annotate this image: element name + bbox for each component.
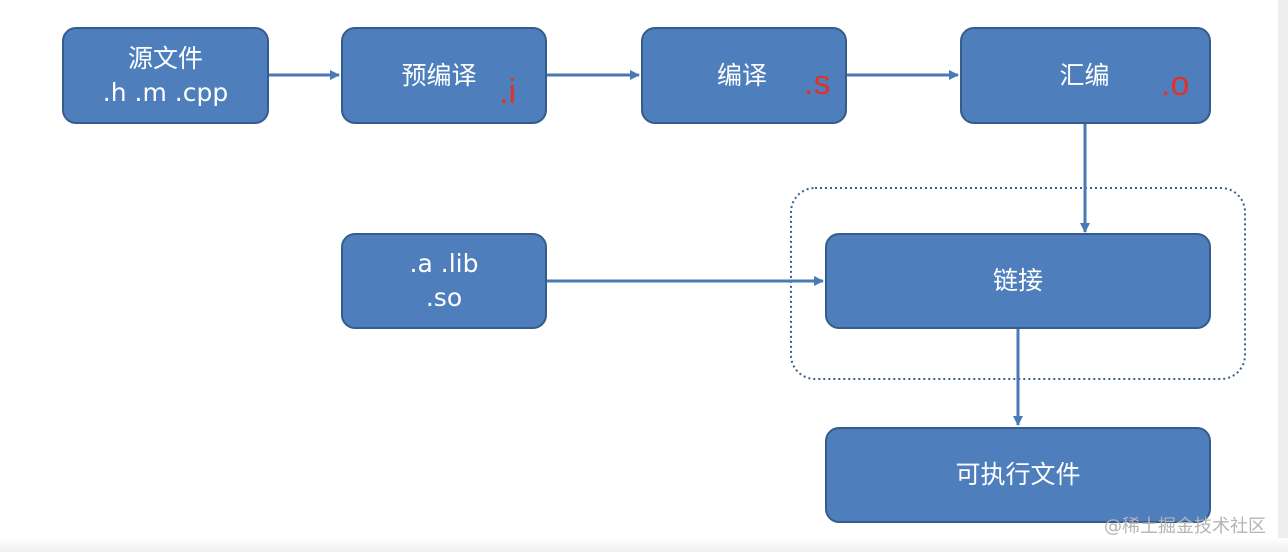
libraries-shared-extension: .so bbox=[425, 283, 463, 312]
source-files-extensions: .h .m .cpp bbox=[102, 77, 229, 107]
preprocess-extension: .i bbox=[499, 73, 516, 111]
watermark: @稀土掘金技术社区 bbox=[1104, 516, 1266, 537]
assemble-label: 汇编 bbox=[1059, 60, 1110, 90]
libraries-static-extensions: .a .lib bbox=[409, 249, 479, 278]
compile-node: 编译 .s bbox=[641, 27, 847, 124]
compile-label: 编译 bbox=[716, 60, 767, 90]
right-edge-shadow bbox=[1278, 0, 1288, 552]
assemble-node: 汇编 .o bbox=[960, 27, 1211, 124]
link-label: 链接 bbox=[992, 266, 1043, 295]
link-node: 链接 bbox=[825, 233, 1211, 329]
libraries-node: .a .lib .so bbox=[341, 233, 547, 329]
executable-label: 可执行文件 bbox=[955, 460, 1081, 489]
source-files-node: 源文件 .h .m .cpp bbox=[62, 27, 269, 124]
executable-node: 可执行文件 bbox=[825, 427, 1211, 523]
bottom-edge-shadow bbox=[0, 538, 1288, 552]
preprocess-label: 预编译 bbox=[401, 60, 477, 90]
source-files-label: 源文件 bbox=[127, 43, 203, 73]
compile-extension: .s bbox=[804, 64, 831, 102]
assemble-extension: .o bbox=[1161, 65, 1190, 103]
preprocess-node: 预编译 .i bbox=[341, 27, 547, 124]
